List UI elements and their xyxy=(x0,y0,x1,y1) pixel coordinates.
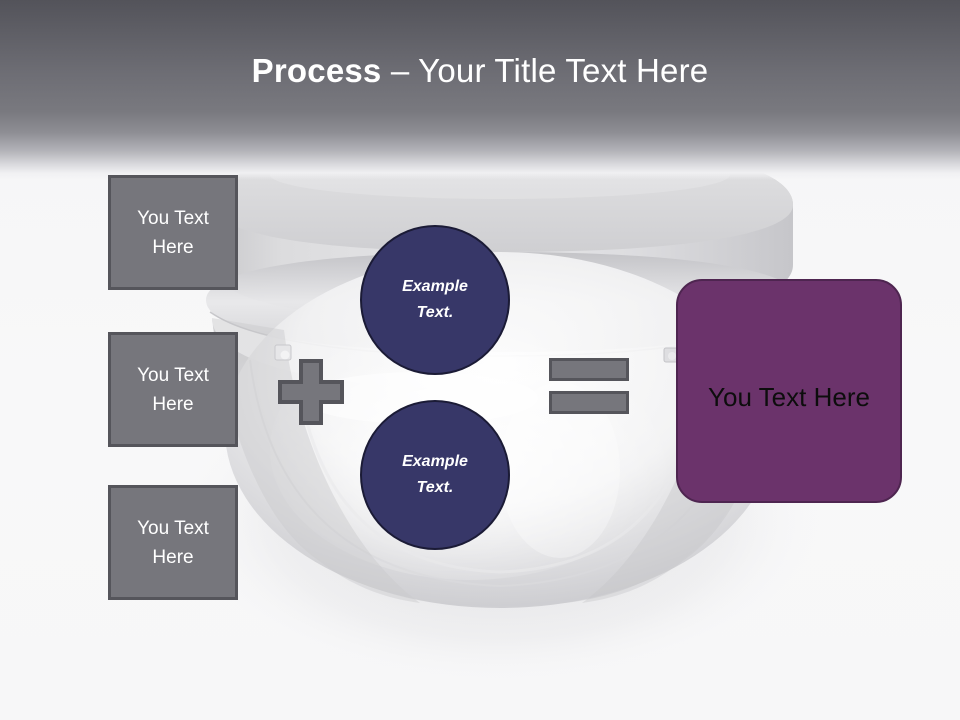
example-circle-1[interactable]: Example Text. xyxy=(360,225,510,375)
step-box-2-label: You Text Here xyxy=(137,364,209,415)
page-title-rest: – Your Title Text Here xyxy=(381,52,709,89)
step-box-3-label: You Text Here xyxy=(137,517,209,568)
example-circle-2-line1: Example xyxy=(402,453,468,470)
equals-bar-top xyxy=(549,358,629,381)
step-box-1-label: You Text Here xyxy=(137,207,209,258)
example-circle-1-line2: Text. xyxy=(416,304,454,321)
example-circle-2[interactable]: Example Text. xyxy=(360,400,510,550)
page-title: Process – Your Title Text Here xyxy=(0,50,960,92)
equals-icon xyxy=(549,358,631,416)
example-circle-2-line2: Text. xyxy=(416,479,454,496)
result-box-label: You Text Here xyxy=(708,382,870,412)
step-box-3[interactable]: You Text Here xyxy=(108,485,238,600)
result-box[interactable]: You Text Here xyxy=(676,279,902,503)
step-box-1[interactable]: You Text Here xyxy=(108,175,238,290)
example-circle-1-line1: Example xyxy=(402,278,468,295)
page-title-strong: Process xyxy=(251,52,382,89)
plus-icon xyxy=(278,359,344,425)
step-box-2[interactable]: You Text Here xyxy=(108,332,238,447)
equals-bar-bottom xyxy=(549,391,629,414)
